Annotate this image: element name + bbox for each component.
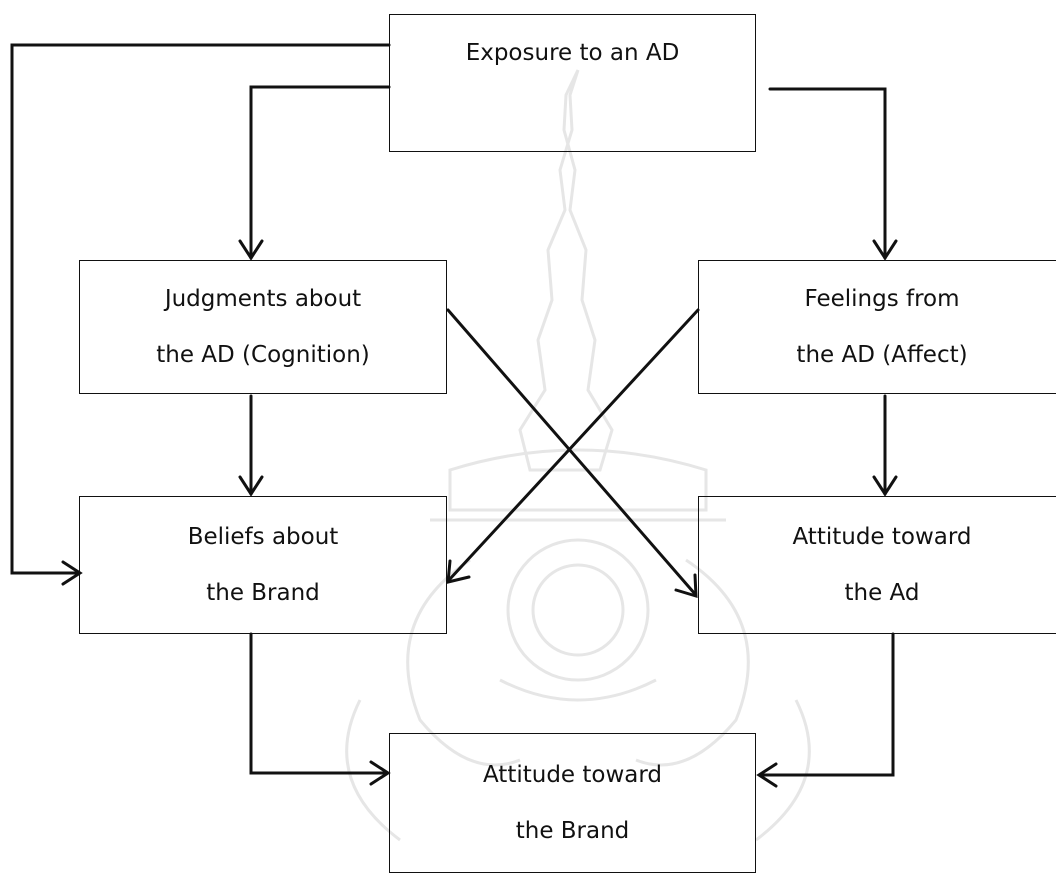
attitude-toward-ad-box: Attitude toward the Ad bbox=[698, 496, 1056, 634]
arrow-exposure-to-feelings bbox=[768, 87, 887, 260]
judgments-about-ad-box: Judgments about the AD (Cognition) bbox=[79, 260, 447, 394]
arrow-judgments-to-attitude-ad bbox=[446, 308, 697, 596]
attitude-brand-label-line2: the Brand bbox=[515, 818, 630, 844]
arrowhead-attitude-ad-to-attitude-brand bbox=[756, 762, 778, 788]
exposure-to-ad-box: Exposure to an AD bbox=[389, 14, 756, 152]
arrowhead-exposure-to-beliefs bbox=[61, 560, 83, 586]
feelings-label-line2: the AD (Affect) bbox=[796, 342, 968, 368]
arrow-beliefs-to-attitude-brand bbox=[249, 632, 389, 775]
beliefs-about-brand-box: Beliefs about the Brand bbox=[79, 496, 447, 634]
attitude-brand-label-line1: Attitude toward bbox=[482, 762, 663, 788]
attitude-toward-brand-box: Attitude toward the Brand bbox=[389, 733, 756, 873]
beliefs-label-line1: Beliefs about bbox=[187, 524, 339, 550]
arrowhead-feelings-to-beliefs bbox=[446, 559, 471, 584]
arrowhead-judgments-to-beliefs bbox=[238, 475, 264, 497]
arrow-feelings-to-beliefs bbox=[447, 308, 700, 582]
arrow-exposure-to-beliefs bbox=[10, 43, 391, 575]
feelings-label-line1: Feelings from bbox=[804, 286, 960, 312]
arrowhead-feelings-to-attitude-ad bbox=[872, 475, 898, 497]
judgments-label-line2: the AD (Cognition) bbox=[156, 342, 370, 368]
attitude-ad-label-line2: the Ad bbox=[844, 580, 920, 606]
arrow-attitude-ad-to-attitude-brand bbox=[758, 632, 895, 777]
arrowhead-exposure-to-feelings bbox=[872, 239, 898, 261]
feelings-from-ad-box: Feelings from the AD (Affect) bbox=[698, 260, 1056, 394]
attitude-ad-label-line1: Attitude toward bbox=[792, 524, 972, 550]
arrowhead-judgments-to-attitude-ad bbox=[674, 573, 698, 599]
connector-lines bbox=[10, 43, 898, 788]
arrowhead-exposure-to-judgments bbox=[238, 239, 264, 261]
emblem-watermark bbox=[345, 69, 811, 842]
arrow-exposure-to-judgments bbox=[249, 85, 391, 260]
beliefs-label-line2: the Brand bbox=[206, 580, 320, 606]
exposure-label: Exposure to an AD bbox=[465, 40, 680, 66]
arrowhead-beliefs-to-attitude-brand bbox=[369, 760, 391, 786]
judgments-label-line1: Judgments about bbox=[164, 286, 362, 312]
